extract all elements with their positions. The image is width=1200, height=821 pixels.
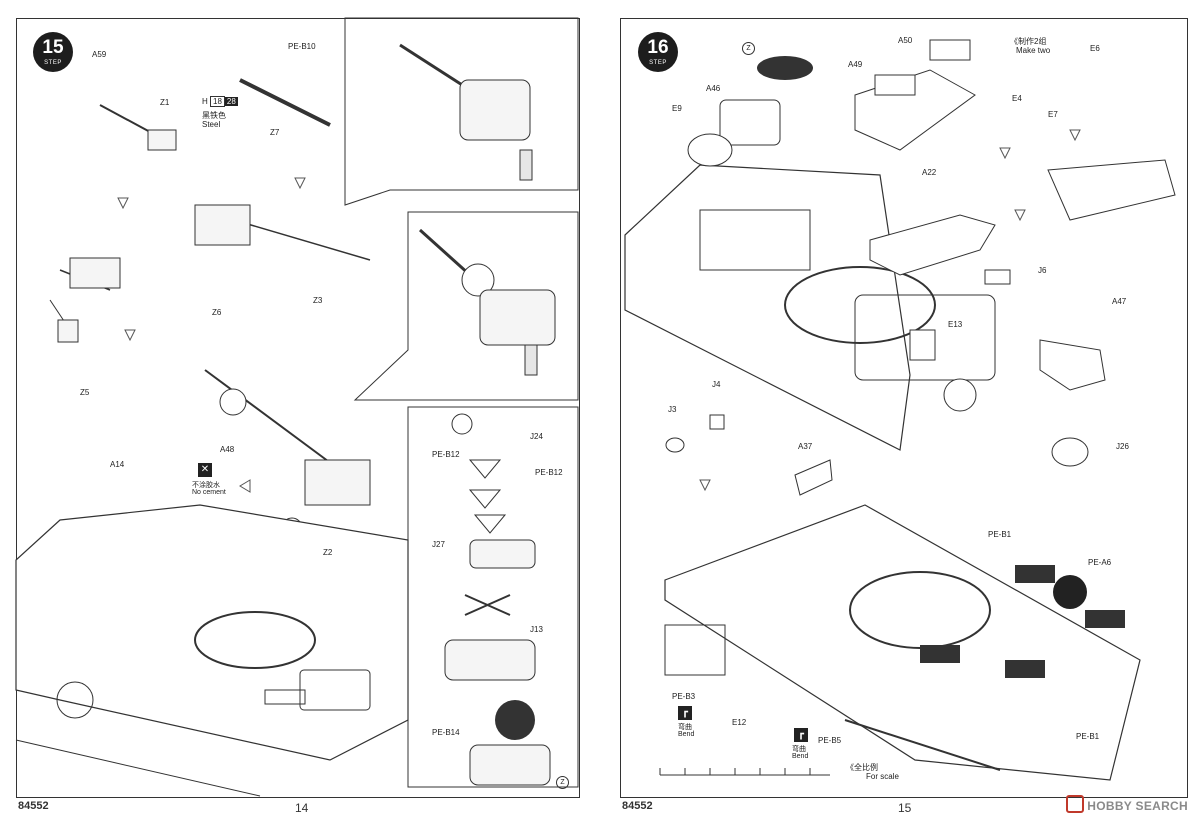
part-label: J26 (1116, 442, 1129, 451)
step-badge: 16 STEP (638, 32, 678, 72)
part-label: A49 (848, 60, 863, 69)
part-label: A59 (92, 50, 107, 59)
step-label: STEP (649, 60, 667, 66)
make-two-en: Make two (1016, 46, 1051, 55)
part-label: PE-B10 (288, 42, 316, 51)
part-label: J27 (432, 540, 445, 549)
part-label: Z1 (160, 98, 170, 107)
paint-name-en: Steel (202, 120, 221, 129)
bend-icon: ┏ (678, 706, 692, 720)
part-label: PE-B5 (818, 736, 842, 745)
part-label: J24 (530, 432, 543, 441)
bend-en: Bend (792, 753, 809, 760)
page-number: 15 (898, 801, 912, 815)
part-label: A14 (110, 460, 125, 469)
circle-reference: Z (742, 42, 755, 55)
right-illustration (624, 39, 1176, 781)
product-code: 84552 (18, 800, 49, 812)
part-label: E9 (672, 104, 682, 113)
watermark: HOBBY SEARCH (1066, 795, 1188, 813)
bend-en: Bend (678, 731, 695, 738)
watermark-text: HOBBY SEARCH (1087, 799, 1188, 813)
no-cement-icon: ✕ (198, 463, 212, 477)
step-badge: 15 STEP (33, 32, 73, 72)
hobby-search-logo-icon (1066, 795, 1085, 813)
no-cement-en: No cement (192, 489, 226, 496)
scale-cn: 《全比例 (846, 763, 878, 772)
part-label: A46 (706, 84, 721, 93)
no-cement-cn: 不涂胶水 (192, 482, 220, 489)
part-label: A47 (1112, 297, 1127, 306)
right-frame (620, 18, 1188, 798)
part-label: E13 (948, 320, 963, 329)
paint-name-cn: 黑铁色 (202, 111, 226, 120)
part-label: E6 (1090, 44, 1100, 53)
left-page: 15 STEP A59 Z1 PE-B10 Z7 Z6 Z3 Z5 A48 A1… (15, 17, 580, 815)
part-label: J4 (712, 380, 721, 389)
part-label: J13 (530, 625, 543, 634)
part-label: PE-B3 (672, 692, 696, 701)
step-number: 16 (647, 37, 669, 58)
part-label: PE-B12 (535, 468, 563, 477)
bend-cn: 弯曲 (678, 724, 692, 731)
right-page: 16 STEP Z A50 A49 A46 E9 A22 《制作2组 Make … (600, 0, 1200, 821)
part-label: Z6 (212, 308, 222, 317)
part-label: A48 (220, 445, 235, 454)
left-frame (16, 18, 580, 798)
bend-cn: 弯曲 (792, 746, 806, 753)
part-label: PE-B12 (432, 450, 460, 459)
part-label: PE-B1 (988, 530, 1012, 539)
left-illustration (15, 17, 579, 797)
part-label: J3 (668, 405, 677, 414)
part-label: A22 (922, 168, 937, 177)
scale-en: For scale (866, 772, 899, 781)
paint-num-2: 28 (224, 97, 238, 106)
page-number: 14 (295, 801, 309, 815)
part-label: E4 (1012, 94, 1022, 103)
part-label: E7 (1048, 110, 1058, 119)
part-label: Z2 (323, 548, 333, 557)
part-label: PE-A6 (1088, 558, 1112, 567)
step-number: 15 (42, 37, 64, 58)
part-label: Z3 (313, 296, 323, 305)
step-label: STEP (44, 60, 62, 66)
part-label: A50 (898, 36, 913, 45)
paint-num-1: 18 (210, 96, 225, 107)
circle-reference: Z (556, 776, 569, 789)
part-label: Z5 (80, 388, 90, 397)
make-two-cn: 《制作2组 (1010, 37, 1047, 46)
part-label: J6 (1038, 266, 1047, 275)
product-code: 84552 (622, 800, 653, 812)
part-label: Z7 (270, 128, 280, 137)
part-label: PE-B14 (432, 728, 460, 737)
part-label: PE-B1 (1076, 732, 1100, 741)
part-label: A37 (798, 442, 813, 451)
paint-code: H (202, 97, 208, 106)
part-label: E12 (732, 718, 747, 727)
bend-icon: ┏ (794, 728, 808, 742)
